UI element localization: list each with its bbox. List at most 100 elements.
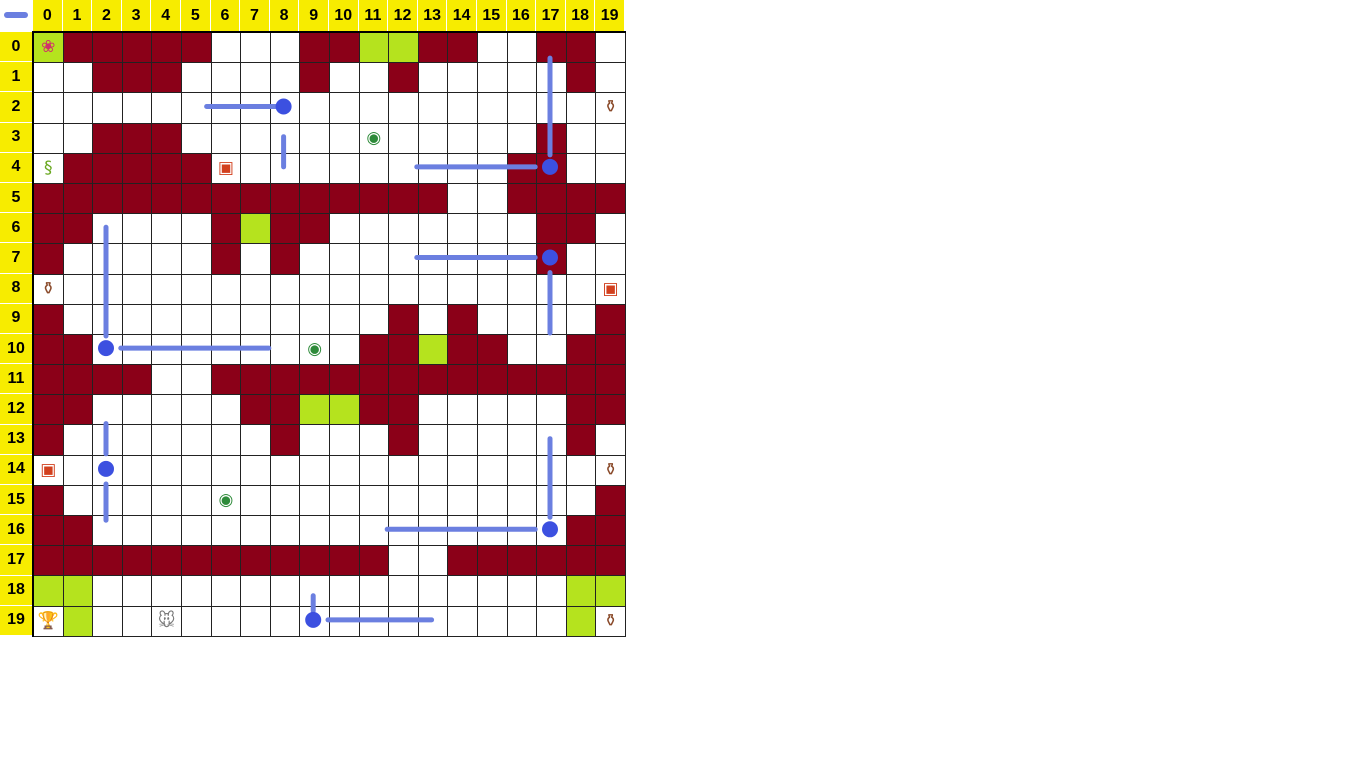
- empty-cell[interactable]: [122, 516, 153, 547]
- empty-cell[interactable]: [566, 455, 597, 486]
- empty-cell[interactable]: [448, 425, 478, 456]
- empty-cell[interactable]: [448, 63, 478, 94]
- wall-cell[interactable]: [211, 183, 242, 215]
- empty-cell[interactable]: [537, 485, 567, 516]
- empty-cell[interactable]: [507, 606, 538, 637]
- wall-cell[interactable]: [34, 365, 64, 396]
- empty-cell[interactable]: [300, 274, 330, 305]
- empty-cell[interactable]: [93, 395, 123, 426]
- empty-cell[interactable]: [329, 334, 360, 366]
- empty-cell[interactable]: [93, 334, 123, 366]
- wall-cell[interactable]: [63, 334, 94, 366]
- empty-cell[interactable]: [329, 304, 360, 335]
- empty-cell[interactable]: [418, 425, 449, 456]
- empty-cell[interactable]: [566, 153, 597, 184]
- empty-cell[interactable]: [300, 516, 330, 547]
- empty-cell[interactable]: [537, 334, 567, 366]
- empty-cell[interactable]: [211, 123, 242, 154]
- grass-cell[interactable]: [63, 576, 94, 607]
- empty-cell[interactable]: [418, 395, 449, 426]
- wall-cell[interactable]: [448, 365, 478, 396]
- wall-cell[interactable]: [211, 214, 242, 245]
- empty-cell[interactable]: [389, 274, 419, 305]
- empty-cell[interactable]: ▣: [596, 274, 626, 305]
- wall-cell[interactable]: [63, 33, 94, 64]
- empty-cell[interactable]: [596, 33, 626, 64]
- wall-cell[interactable]: [93, 365, 123, 396]
- empty-cell[interactable]: [241, 123, 271, 154]
- empty-cell[interactable]: [418, 93, 449, 124]
- empty-cell[interactable]: [359, 63, 390, 94]
- empty-cell[interactable]: [93, 455, 123, 486]
- wall-cell[interactable]: [34, 395, 64, 426]
- wall-cell[interactable]: [34, 304, 64, 335]
- wall-cell[interactable]: [389, 395, 419, 426]
- empty-cell[interactable]: [596, 123, 626, 154]
- wall-cell[interactable]: [596, 365, 626, 396]
- empty-cell[interactable]: [211, 425, 242, 456]
- wall-cell[interactable]: [34, 183, 64, 215]
- wall-cell[interactable]: [596, 546, 626, 577]
- wall-cell[interactable]: [93, 63, 123, 94]
- empty-cell[interactable]: [329, 425, 360, 456]
- wall-cell[interactable]: [122, 365, 153, 396]
- empty-cell[interactable]: [93, 576, 123, 607]
- empty-cell[interactable]: [389, 606, 419, 637]
- empty-cell[interactable]: [329, 153, 360, 184]
- wall-cell[interactable]: [329, 365, 360, 396]
- wall-cell[interactable]: [241, 546, 271, 577]
- wall-cell[interactable]: [359, 395, 390, 426]
- wall-cell[interactable]: [329, 546, 360, 577]
- wall-cell[interactable]: [241, 183, 271, 215]
- empty-cell[interactable]: [477, 123, 508, 154]
- empty-cell[interactable]: [359, 153, 390, 184]
- empty-cell[interactable]: [477, 244, 508, 275]
- empty-cell[interactable]: [241, 244, 271, 275]
- empty-cell[interactable]: [152, 274, 182, 305]
- empty-cell[interactable]: [241, 304, 271, 335]
- wall-cell[interactable]: [93, 123, 123, 154]
- wall-cell[interactable]: [211, 365, 242, 396]
- empty-cell[interactable]: [270, 485, 301, 516]
- empty-cell[interactable]: [211, 395, 242, 426]
- wall-cell[interactable]: [122, 123, 153, 154]
- empty-cell[interactable]: [566, 93, 597, 124]
- empty-cell[interactable]: [93, 425, 123, 456]
- grass-cell[interactable]: [300, 395, 330, 426]
- wall-cell[interactable]: [300, 33, 330, 64]
- wall-cell[interactable]: [389, 304, 419, 335]
- wall-cell[interactable]: [63, 395, 94, 426]
- wall-cell[interactable]: [537, 183, 567, 215]
- empty-cell[interactable]: ⚱: [596, 606, 626, 637]
- empty-cell[interactable]: §: [34, 153, 64, 184]
- empty-cell[interactable]: [181, 274, 212, 305]
- wall-cell[interactable]: [566, 365, 597, 396]
- empty-cell[interactable]: [329, 244, 360, 275]
- wall-cell[interactable]: [389, 425, 419, 456]
- empty-cell[interactable]: [181, 576, 212, 607]
- empty-cell[interactable]: [152, 576, 182, 607]
- empty-cell[interactable]: [359, 576, 390, 607]
- empty-cell[interactable]: [537, 304, 567, 335]
- empty-cell[interactable]: [300, 455, 330, 486]
- empty-cell[interactable]: [329, 274, 360, 305]
- empty-cell[interactable]: [507, 33, 538, 64]
- empty-cell[interactable]: [211, 274, 242, 305]
- wall-cell[interactable]: [537, 214, 567, 245]
- empty-cell[interactable]: ◉: [211, 485, 242, 516]
- wall-cell[interactable]: [93, 183, 123, 215]
- empty-cell[interactable]: [122, 214, 153, 245]
- empty-cell[interactable]: [329, 214, 360, 245]
- wall-cell[interactable]: [34, 485, 64, 516]
- empty-cell[interactable]: [507, 123, 538, 154]
- empty-cell[interactable]: [300, 123, 330, 154]
- empty-cell[interactable]: [477, 425, 508, 456]
- empty-cell[interactable]: [93, 516, 123, 547]
- wall-cell[interactable]: [537, 33, 567, 64]
- empty-cell[interactable]: [477, 274, 508, 305]
- empty-cell[interactable]: [477, 93, 508, 124]
- empty-cell[interactable]: [241, 455, 271, 486]
- wall-cell[interactable]: [359, 183, 390, 215]
- grass-cell[interactable]: ❀: [34, 33, 64, 64]
- empty-cell[interactable]: [63, 304, 94, 335]
